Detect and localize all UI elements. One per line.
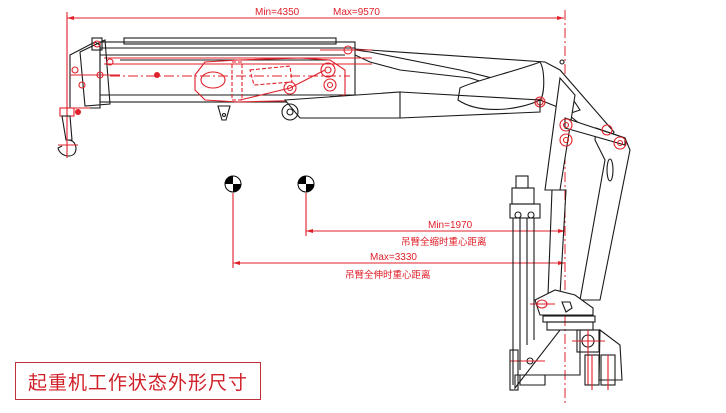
arrow-left-icon <box>67 16 74 20</box>
reach-min-label: Min=4350 <box>255 7 300 18</box>
cog-extended-caption: 吊臂全伸时重心距离 <box>345 269 431 281</box>
hook-icon <box>57 139 77 157</box>
column-pin-icon <box>559 118 573 132</box>
reach-dimension: Min=4350 Max=9570 <box>66 7 564 120</box>
cog-marker-retracted <box>297 175 315 236</box>
boom-tip-and-hook <box>57 37 120 158</box>
cog-retracted-dimension: Min=1970 吊臂全缩时重心距离 <box>306 220 565 248</box>
drawing-title-box: 起重机工作状态外形尺寸 <box>15 362 261 400</box>
crane-column <box>510 76 631 390</box>
cylinder-pin-icon <box>281 103 299 121</box>
telescopic-boom <box>99 37 372 103</box>
boom-pin-icon <box>283 81 297 95</box>
reach-max-label: Max=9570 <box>333 7 380 18</box>
boom-marker-icon <box>154 72 160 78</box>
luffing-cylinder <box>217 91 541 121</box>
cog-extended-value: Max=3330 <box>370 252 417 263</box>
cog-retracted-value: Min=1970 <box>428 220 473 231</box>
valve-assembly <box>509 175 541 391</box>
arrow-right-icon <box>557 16 564 20</box>
cog-retracted-caption: 吊臂全缩时重心距离 <box>401 236 487 248</box>
cog-extended-dimension: Max=3330 吊臂全伸时重心距离 <box>233 252 565 281</box>
cog-marker-extended <box>224 175 242 268</box>
drawing-title: 起重机工作状态外形尺寸 <box>27 371 248 394</box>
